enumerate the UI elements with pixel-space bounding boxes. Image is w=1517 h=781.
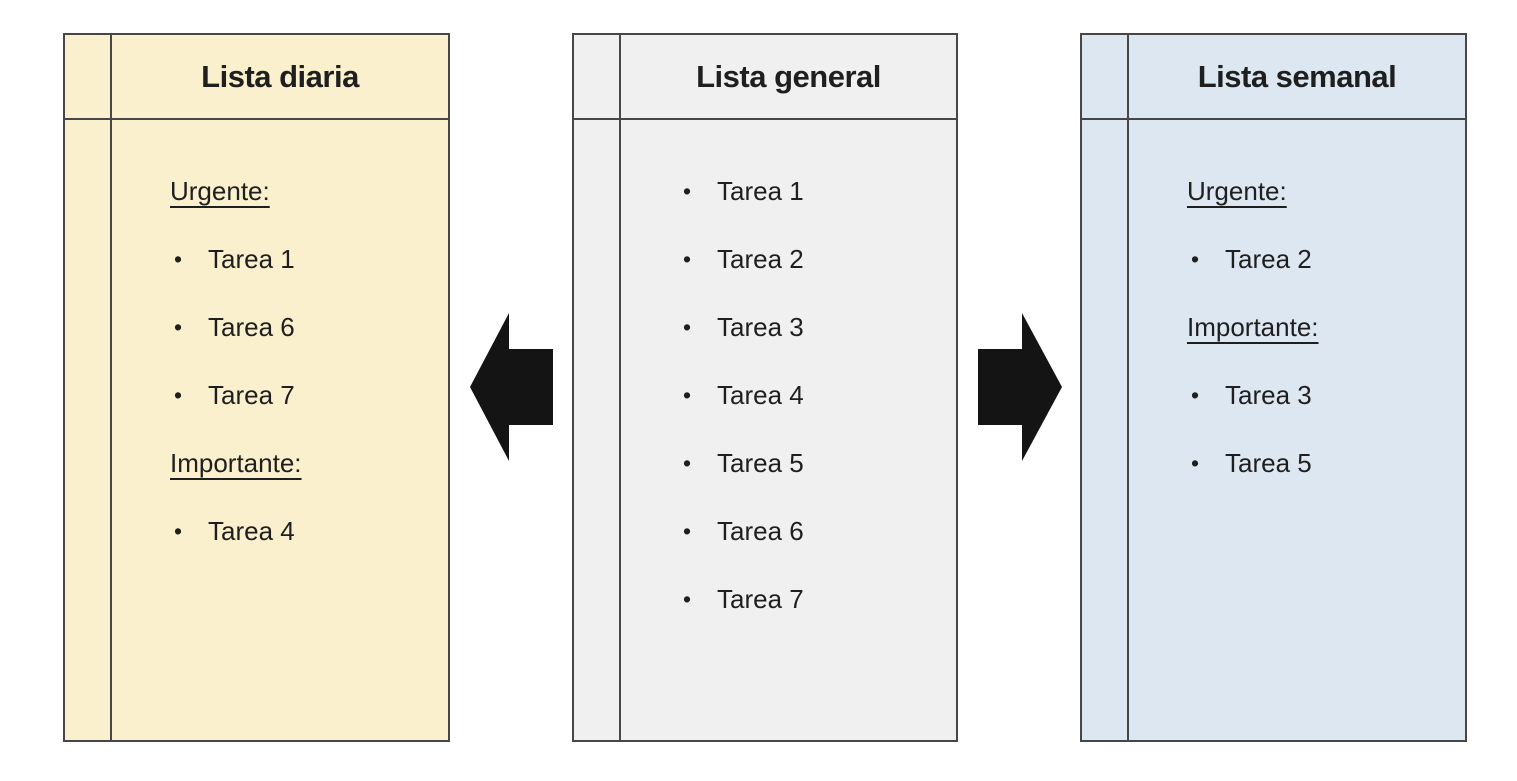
section-heading: Urgente:	[170, 157, 438, 225]
list-item: • Tarea 3	[679, 293, 946, 361]
bullet-icon: •	[683, 585, 692, 612]
panel-lista-general: Lista general • Tarea 1 • Tarea 2 • Tarea 3 • T…	[572, 33, 958, 742]
panel-margin-cell	[1082, 35, 1129, 120]
item-label: Tarea 2	[717, 243, 804, 274]
list-item: • Tarea 2	[679, 225, 946, 293]
panel-title-cell: Lista diaria	[112, 35, 448, 120]
item-label: Tarea 3	[1225, 379, 1312, 410]
item-label: Importante:	[1187, 311, 1319, 342]
panel-title: Lista diaria	[201, 58, 359, 94]
panel-margin-cell	[1082, 120, 1129, 740]
item-label: Importante:	[170, 447, 302, 478]
list-item: • Tarea 7	[170, 361, 438, 429]
list-item: • Tarea 6	[170, 293, 438, 361]
item-label: Tarea 7	[717, 583, 804, 614]
list-item: • Tarea 5	[679, 429, 946, 497]
bullet-icon: •	[683, 517, 692, 544]
bullet-icon: •	[1191, 381, 1200, 408]
bullet-icon: •	[683, 177, 692, 204]
item-label: Tarea 6	[717, 515, 804, 546]
panel-title-cell: Lista general	[621, 35, 956, 120]
panel-margin-cell	[574, 35, 621, 120]
panel-body: Urgente: • Tarea 2 Importante: • Tarea 3 • Tare…	[1129, 120, 1465, 740]
item-label: Tarea 5	[1225, 447, 1312, 478]
item-label: Tarea 4	[717, 379, 804, 410]
item-label: Tarea 2	[1225, 243, 1312, 274]
panel-title: Lista general	[696, 58, 881, 94]
left-block-arrow-icon	[470, 313, 553, 461]
list-item: • Tarea 6	[679, 497, 946, 565]
section-heading: Urgente:	[1187, 157, 1455, 225]
item-label: Urgente:	[1187, 175, 1287, 206]
panel-body: Urgente: • Tarea 1 • Tarea 6 • Tarea 7 Importan…	[112, 120, 448, 740]
bullet-icon: •	[174, 381, 183, 408]
bullet-icon: •	[683, 245, 692, 272]
panel-margin-cell	[574, 120, 621, 740]
list-item: • Tarea 5	[1187, 429, 1455, 497]
bullet-icon: •	[174, 517, 183, 544]
item-label: Tarea 3	[717, 311, 804, 342]
bullet-icon: •	[683, 381, 692, 408]
item-label: Urgente:	[170, 175, 270, 206]
list-item: • Tarea 7	[679, 565, 946, 633]
panel-lista-diaria: Lista diaria Urgente: • Tarea 1 • Tarea 6 • Ta…	[63, 33, 450, 742]
panel-margin-cell	[65, 120, 112, 740]
panel-title: Lista semanal	[1197, 58, 1397, 94]
section-heading: Importante:	[1187, 293, 1455, 361]
list-item: • Tarea 4	[170, 497, 438, 565]
bullet-icon: •	[683, 449, 692, 476]
item-label: Tarea 5	[717, 447, 804, 478]
panel-body: • Tarea 1 • Tarea 2 • Tarea 3 • Tarea 4 • Tarea 5…	[621, 120, 956, 740]
list-item: • Tarea 2	[1187, 225, 1455, 293]
bullet-icon: •	[174, 245, 183, 272]
right-block-arrow-icon	[978, 313, 1062, 461]
panel-lista-semanal: Lista semanal Urgente: • Tarea 2 Importante…	[1080, 33, 1467, 742]
item-label: Tarea 7	[208, 379, 295, 410]
bullet-icon: •	[174, 313, 183, 340]
list-item: • Tarea 1	[679, 157, 946, 225]
item-label: Tarea 4	[208, 515, 295, 546]
panel-title-cell: Lista semanal	[1129, 35, 1465, 120]
bullet-icon: •	[1191, 449, 1200, 476]
bullet-icon: •	[683, 313, 692, 340]
panel-margin-cell	[65, 35, 112, 120]
list-item: • Tarea 4	[679, 361, 946, 429]
section-heading: Importante:	[170, 429, 438, 497]
list-item: • Tarea 3	[1187, 361, 1455, 429]
item-label: Tarea 1	[717, 175, 804, 206]
list-item: • Tarea 1	[170, 225, 438, 293]
bullet-icon: •	[1191, 245, 1200, 272]
item-label: Tarea 1	[208, 243, 295, 274]
item-label: Tarea 6	[208, 311, 295, 342]
